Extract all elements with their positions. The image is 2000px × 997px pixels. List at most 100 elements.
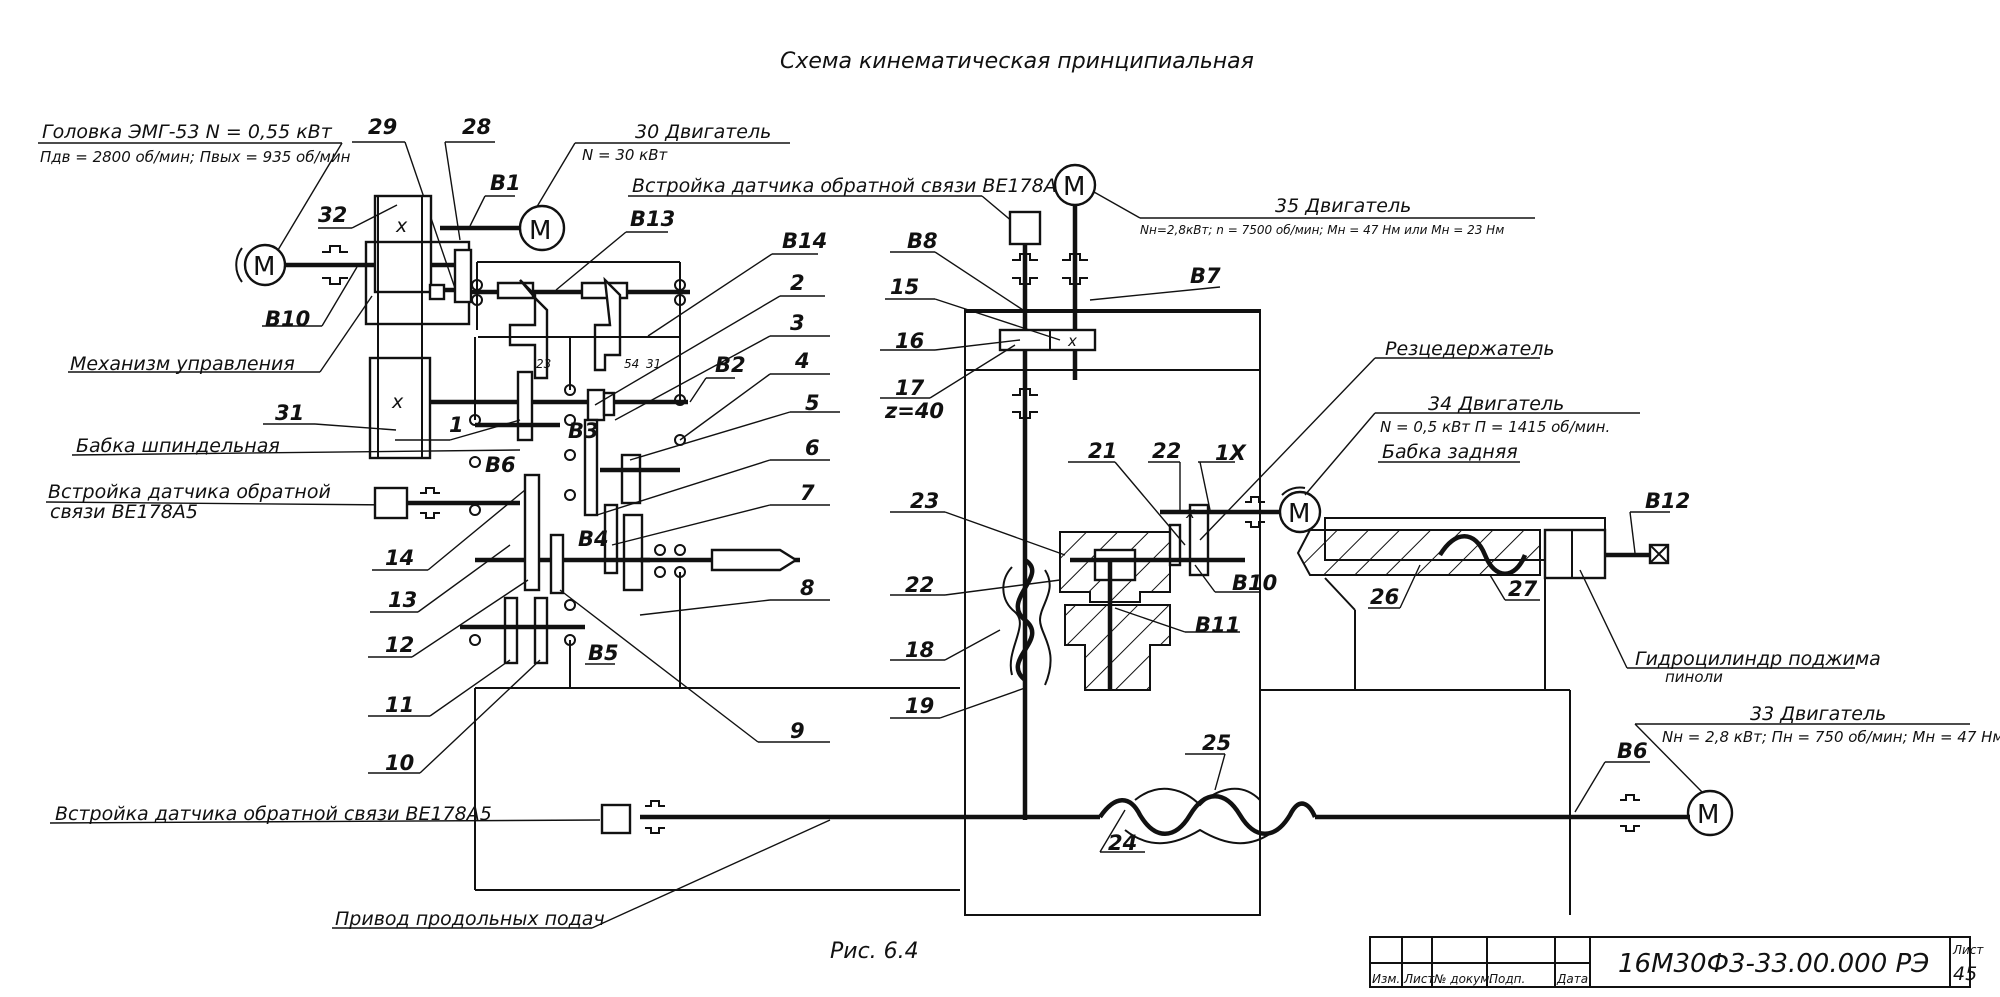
- spindle-head-label: Бабка шпиндельная: [76, 435, 280, 457]
- label-10: 10: [385, 751, 414, 775]
- hydro-cylinder-label: Гидроцилиндр поджима: [1635, 648, 1881, 670]
- motor35-spec: Nн=2,8кВт; n = 7500 об/мин; Мн = 47 Нм и…: [1140, 223, 1504, 237]
- leaders-center-lower: 21 22 1X В10 В11 23 22 18 19: [890, 439, 1277, 719]
- svg-text:31: 31: [646, 357, 661, 371]
- column-doc: № докум.: [1433, 972, 1493, 986]
- svg-text:x: x: [391, 391, 404, 413]
- svg-text:M: M: [253, 252, 275, 282]
- sensor-top-label: Встройка датчика обратной связи ВЕ178А5: [632, 175, 1069, 197]
- label-b6-left: В6: [485, 453, 516, 477]
- tool-holder-label: Резцедержатель: [1385, 338, 1555, 360]
- motor-35: M: [1053, 163, 1141, 219]
- svg-text:M: M: [1063, 172, 1085, 202]
- head-annotation: Головка ЭМГ-53 N = 0,55 кВт Пдв = 2800 о…: [38, 121, 351, 251]
- label-b2: В2: [715, 353, 746, 377]
- leaders-center-top: В8 15 16 17 z=40 В7: [880, 229, 1221, 423]
- svg-text:x: x: [1067, 332, 1077, 350]
- label-b1: В1: [490, 171, 521, 195]
- motor33-label: 33 Двигатель: [1750, 703, 1886, 725]
- label-16: 16: [895, 329, 924, 353]
- label-b11: В11: [1195, 613, 1240, 637]
- gear-1: [516, 370, 534, 442]
- svg-text:M: M: [1697, 800, 1719, 830]
- control-mechanism-label: Механизм управления: [70, 353, 295, 375]
- label-7: 7: [800, 481, 815, 505]
- label-25: 25: [1202, 731, 1231, 755]
- hydro-cylinder-label-2: пиноли: [1665, 668, 1723, 686]
- label-15: 15: [890, 275, 919, 299]
- sensor-box: [373, 486, 409, 520]
- leaders-left: 2 3 4 5 6 7 8 9 В2: [559, 271, 840, 743]
- label-26: 26: [1370, 585, 1399, 609]
- sheet-number: 45: [1953, 963, 1977, 985]
- svg-text:x: x: [395, 215, 408, 237]
- label-b8: В8: [907, 229, 938, 253]
- coupling-icon: [322, 245, 348, 285]
- carriage-frame: [964, 309, 1261, 916]
- label-z40: z=40: [884, 399, 944, 423]
- head-spec: Пдв = 2800 об/мин; Пвых = 935 об/мин: [40, 148, 351, 166]
- spindle-center: [710, 548, 799, 572]
- svg-text:23: 23: [536, 357, 551, 371]
- motor33-spec: Nн = 2,8 кВт; Пн = 750 об/мин; Мн = 47 Н…: [1662, 728, 2000, 746]
- label-6: 6: [805, 436, 820, 460]
- motor34-spec: N = 0,5 кВт П = 1415 об/мин.: [1380, 418, 1610, 436]
- label-1x: 1X: [1215, 441, 1248, 465]
- leaders-left-lower: 1 В3 В6 В4 В5 14 13 12 11 10: [368, 413, 619, 775]
- column-sign: Подп.: [1489, 972, 1525, 986]
- label-b3: В3: [568, 419, 599, 443]
- document-code: 16М30Ф3-33.00.000 РЭ: [1618, 949, 1929, 979]
- label-1: 1: [449, 413, 464, 437]
- label-2: 2: [790, 271, 805, 295]
- label-23: 23: [910, 489, 939, 513]
- sensor-left-label-2: связи ВЕ178А5: [50, 501, 198, 523]
- label-b4: В4: [578, 527, 609, 551]
- label-b10-left: В10: [265, 307, 310, 331]
- sensor-box-top: [1008, 210, 1042, 246]
- label-9: 9: [790, 719, 805, 743]
- label-13: 13: [388, 588, 417, 612]
- label-27: 27: [1508, 577, 1538, 601]
- column-list: Лист: [1403, 972, 1435, 986]
- diagram-title: Схема кинематическая принципиальная: [780, 49, 1254, 74]
- label-28: 28: [462, 115, 491, 139]
- label-19: 19: [905, 694, 934, 718]
- title-block: Изм. Лист № докум. Подп. Дата 16М30Ф3-33…: [1369, 936, 1984, 988]
- longitudinal-feed-label: Привод продольных подач: [335, 908, 605, 930]
- label-12: 12: [385, 633, 414, 657]
- label-22-top: 22: [1152, 439, 1181, 463]
- head-label: Головка ЭМГ-53 N = 0,55 кВт: [42, 121, 333, 143]
- column-izm: Изм.: [1372, 972, 1400, 986]
- sensor-box-bottom: [600, 803, 632, 835]
- label-29: 29: [368, 115, 397, 139]
- label-31: 31: [275, 401, 304, 425]
- label-3: 3: [790, 311, 805, 335]
- motor-head: M: [235, 243, 465, 287]
- motor30-spec: N = 30 кВт: [582, 146, 669, 164]
- svg-text:M: M: [1288, 499, 1310, 529]
- svg-text:x: x: [1185, 504, 1195, 522]
- label-b13: В13: [630, 207, 675, 231]
- motor34-label: 34 Двигатель: [1428, 393, 1564, 415]
- sheet-label: Лист: [1952, 943, 1984, 957]
- label-18: 18: [905, 638, 934, 662]
- label-b6-right: В6: [1617, 739, 1648, 763]
- column-date: Дата: [1556, 972, 1588, 986]
- label-b7: В7: [1190, 264, 1221, 288]
- label-b5: В5: [588, 641, 619, 665]
- label-4: 4: [794, 349, 810, 373]
- label-8: 8: [800, 576, 815, 600]
- motor35-label: 35 Двигатель: [1275, 195, 1411, 217]
- gear-8: [622, 513, 644, 592]
- label-21: 21: [1088, 439, 1117, 463]
- motor-34: M: [1245, 486, 1322, 534]
- figure-caption: Рис. 6.4: [830, 939, 919, 964]
- label-32: 32: [318, 203, 347, 227]
- tailstock-label: Бабка задняя: [1382, 441, 1518, 463]
- label-22-bottom: 22: [905, 573, 934, 597]
- label-5: 5: [805, 391, 820, 415]
- lever-29: [453, 248, 473, 304]
- headstock-31: [368, 356, 432, 460]
- motor-icon: [1053, 163, 1097, 207]
